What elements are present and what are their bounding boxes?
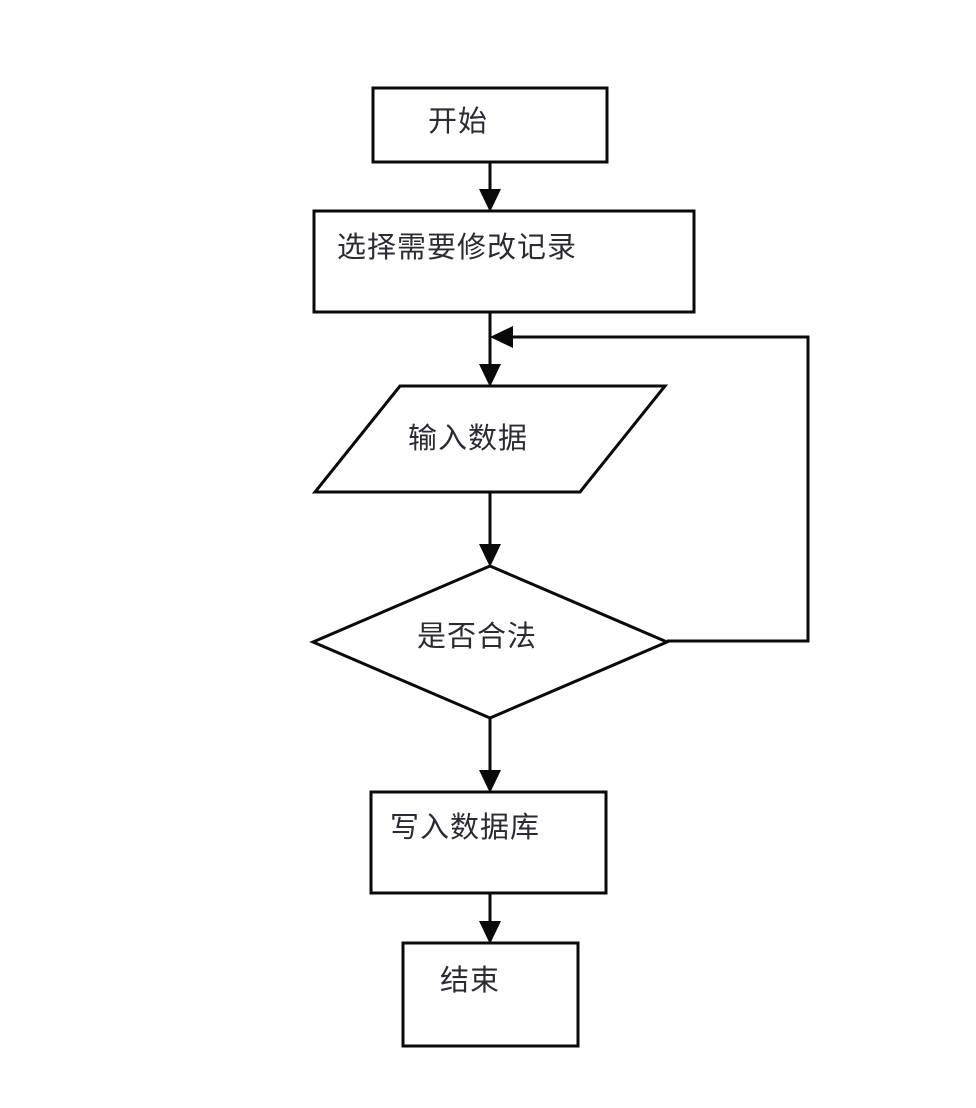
node-start-shape[interactable] (371, 86, 609, 164)
edge-decision-to-write-arrowhead (479, 770, 501, 793)
node-is-valid-label: 是否合法 (417, 619, 538, 653)
node-select-record-shape[interactable] (312, 209, 696, 314)
node-end-label: 结束 (440, 963, 501, 997)
node-start-label: 开始 (428, 104, 489, 138)
node-input-data-shape[interactable] (311, 384, 669, 494)
node-select-record-label: 选择需要修改记录 (337, 230, 578, 264)
edge-start-to-select-arrowhead (479, 189, 501, 212)
node-input-data-label: 输入数据 (408, 421, 529, 455)
edge-input-to-decision-arrowhead (479, 544, 501, 567)
node-write-database-label: 写入数据库 (390, 810, 541, 844)
edge-decision-loopback-arrowhead (490, 326, 513, 348)
edge-decision-loopback-path (502, 335, 810, 643)
node-end-shape[interactable] (401, 941, 580, 1048)
edge-write-to-end-arrowhead (479, 921, 501, 944)
edge-select-to-input-arrowhead (479, 364, 501, 387)
